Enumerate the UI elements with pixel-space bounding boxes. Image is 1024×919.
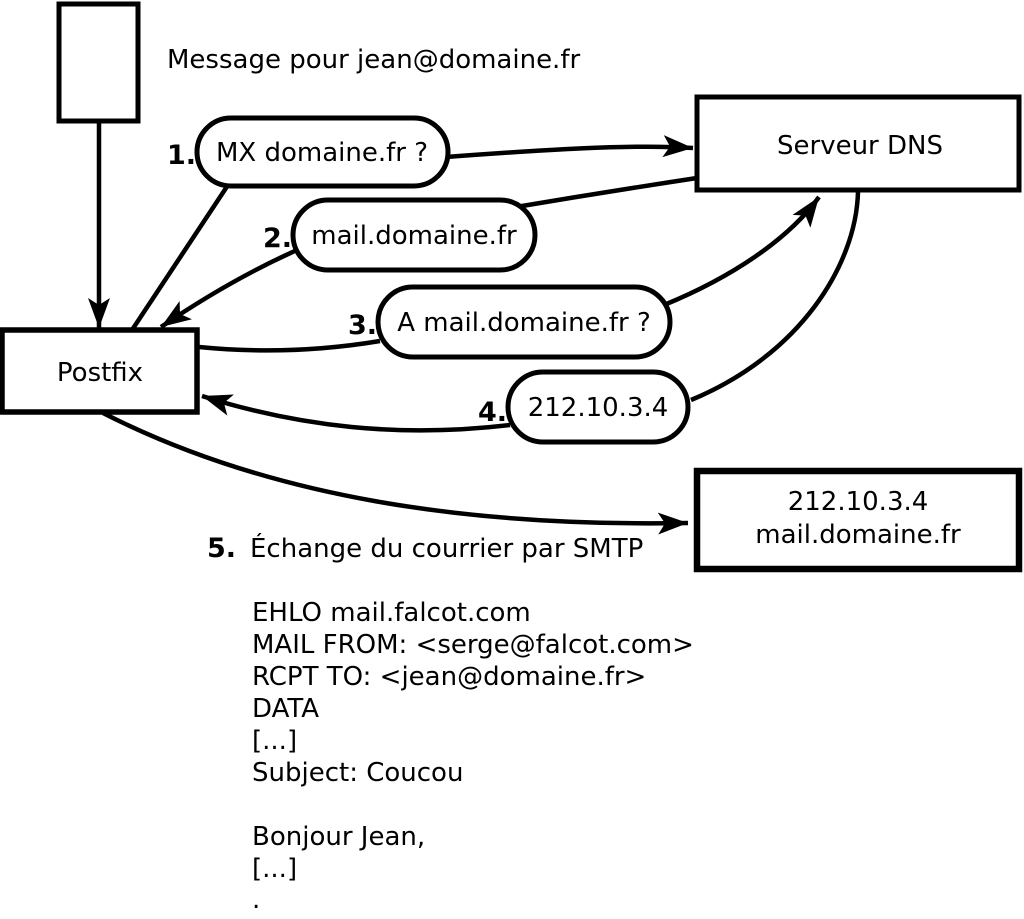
step2-number: 2. [263,223,292,254]
smtp-line: [...] [252,726,297,756]
dns-server-label: Serveur DNS [777,131,943,161]
bubble-step3 [375,284,673,360]
step1-number: 1. [167,140,196,171]
line-postfix-to-step3 [198,338,381,353]
line-dns-to-step2 [515,175,698,210]
step3-number: 3. [348,310,377,341]
smtp-line: DATA [252,694,319,724]
smtp-line: MAIL FROM: <serge@falcot.com> [252,630,694,660]
bubble-step1 [194,115,451,189]
arrow-step4-to-postfix [201,393,511,433]
smtp-line: [...] [252,854,297,884]
postfix-box [0,327,200,415]
arrow-step1-to-dns [445,135,694,160]
dns-server-box [694,94,1022,193]
postfix-label: Postfix [57,358,143,388]
mail-server-hostname: mail.domaine.fr [755,520,961,550]
smtp-line: Subject: Coucou [252,758,463,788]
mail-server-box [693,467,1023,573]
smtp-line: . [252,885,260,915]
bubble-step4 [505,369,691,445]
arrow-step3-to-dns [663,195,821,308]
step1-label: MX domaine.fr ? [216,138,428,168]
arrow-step2-to-postfix [159,247,298,329]
smtp-line: Bonjour Jean, [252,822,425,852]
message-source-box [56,1,141,124]
arrow-postfix-to-mailserver [101,410,689,535]
step4-number: 4. [478,397,507,428]
step2-label: mail.domaine.fr [311,221,517,251]
smtp-line: EHLO mail.falcot.com [252,598,531,628]
smtp-session-transcript: EHLO mail.falcot.com MAIL FROM: <serge@f… [252,598,694,915]
line-dns-to-step4 [690,191,861,403]
line-postfix-to-step1 [130,180,232,332]
step5-label: Échange du courrier par SMTP [250,532,643,564]
step4-label: 212.10.3.4 [528,393,669,423]
mail-server-ip: 212.10.3.4 [788,487,929,517]
step5-number: 5. [207,533,236,564]
step3-label: A mail.domaine.fr ? [397,308,651,338]
smtp-line: RCPT TO: <jean@domaine.fr> [252,662,646,692]
bubble-step2 [290,197,538,273]
message-note: Message pour jean@domaine.fr [167,45,580,75]
